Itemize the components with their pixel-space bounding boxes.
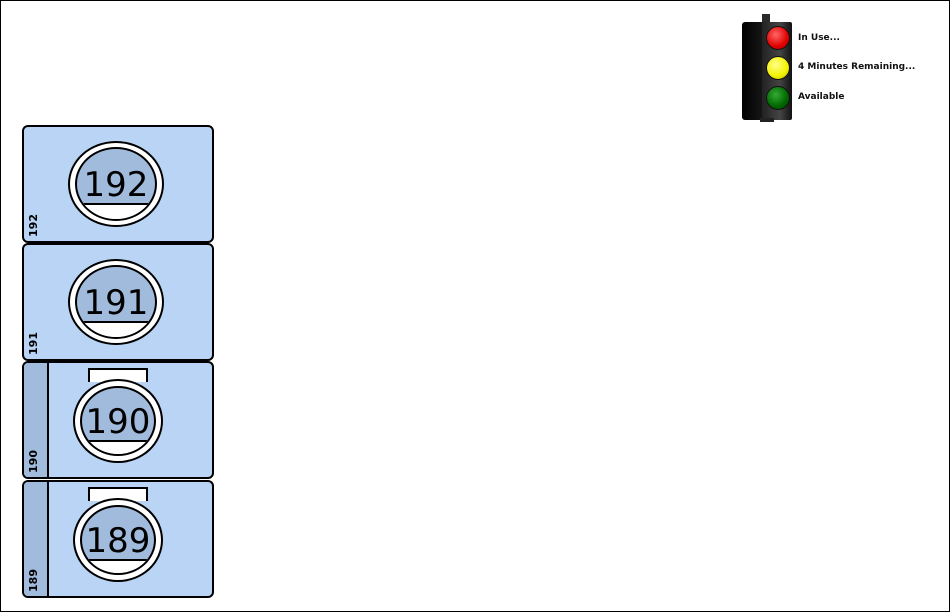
room-number: 190 [85, 402, 151, 442]
traffic-light-base [760, 118, 774, 122]
room-number: 192 [83, 165, 149, 205]
room-192[interactable]: 192 192 [22, 125, 214, 243]
room-badge[interactable]: 192 [68, 141, 164, 227]
room-tab [88, 368, 148, 382]
room-189[interactable]: 189 189 [22, 480, 214, 598]
legend-remaining: 4 Minutes Remaining... [798, 62, 916, 72]
traffic-light-pole [762, 14, 770, 24]
room-side-label: 189 [27, 569, 40, 592]
badge-cutout [82, 559, 154, 573]
room-side-label: 191 [27, 332, 40, 355]
badge-cutout [77, 321, 155, 337]
room-number: 189 [85, 521, 151, 561]
status-legend: In Use... 4 Minutes Remaining... Availab… [740, 14, 940, 124]
room-side-label: 190 [27, 450, 40, 473]
room-side-label: 192 [27, 214, 40, 237]
room-number: 191 [83, 283, 149, 323]
room-badge[interactable]: 191 [68, 259, 164, 345]
badge-cutout [82, 440, 154, 454]
room-badge-inner: 192 [75, 147, 157, 221]
room-badge-inner: 191 [75, 265, 157, 339]
badge-cutout [77, 203, 155, 219]
room-tab [88, 487, 148, 501]
room-badge-inner: 190 [80, 386, 156, 456]
room-191[interactable]: 191 191 [22, 243, 214, 361]
yellow-light-icon [766, 56, 790, 80]
green-light-icon [766, 86, 790, 110]
red-light-icon [766, 26, 790, 50]
room-190[interactable]: 190 190 [22, 361, 214, 479]
room-badge-inner: 189 [80, 505, 156, 575]
room-badge[interactable]: 189 [73, 498, 163, 582]
room-side-strip [24, 363, 49, 477]
room-badge[interactable]: 190 [73, 379, 163, 463]
room-side-strip [24, 482, 49, 596]
legend-in-use: In Use... [798, 33, 840, 43]
legend-available: Available [798, 92, 845, 102]
